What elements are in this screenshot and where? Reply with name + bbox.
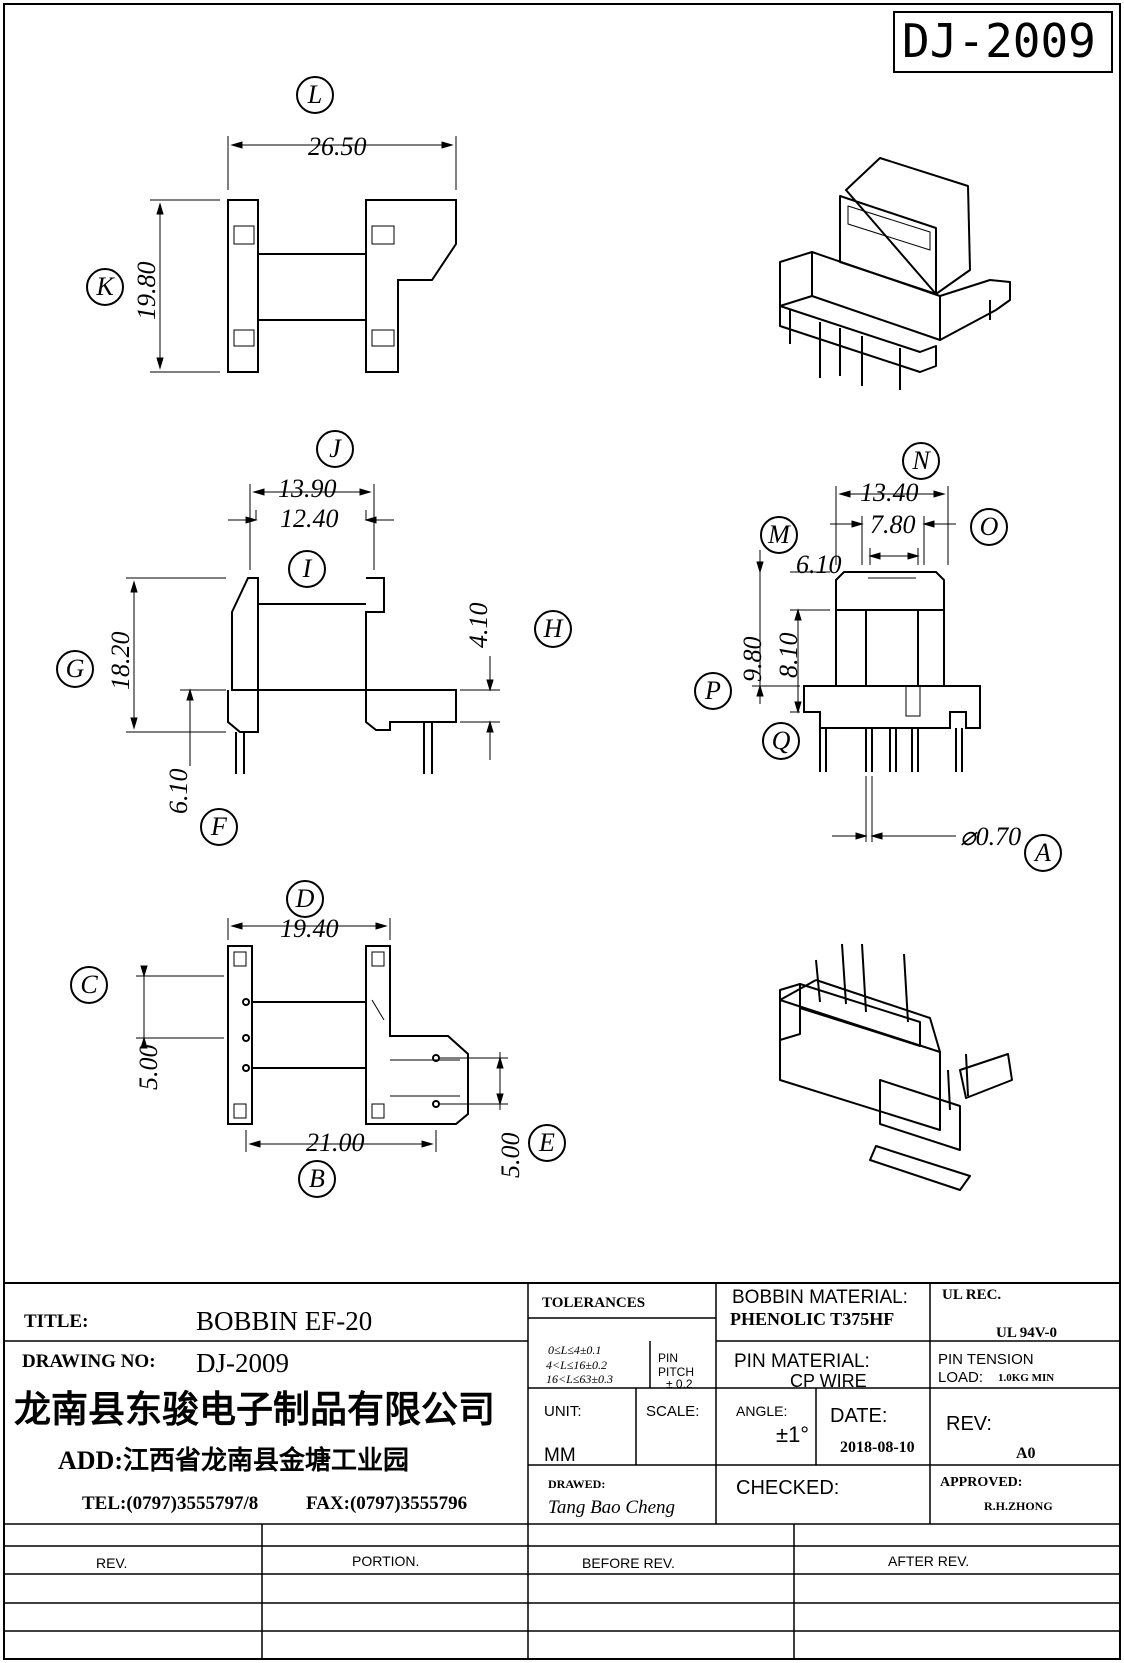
date-label: DATE: (830, 1405, 888, 1427)
pin-tension-value: 1.0KG MIN (998, 1372, 1055, 1384)
dim-K: 19.80 (132, 261, 161, 321)
pin-tension-value-label: LOAD: (938, 1369, 984, 1386)
rev-header-before: BEFORE REV. (582, 1555, 675, 1571)
callout-Q: Q (762, 722, 800, 760)
dim-D: 19.40 (280, 914, 339, 943)
dim-C: 5.00 (134, 1044, 163, 1091)
callout-I: I (288, 550, 326, 588)
title-block-grid (3, 1282, 1121, 1660)
callout-N: N (902, 442, 940, 480)
rev-header-portion: PORTION. (352, 1553, 420, 1569)
dim-G: 18.20 (106, 631, 135, 691)
dim-O: 7.80 (870, 510, 916, 539)
bobbin-material-value: PHENOLIC T375HF (730, 1309, 895, 1329)
callout-G: G (56, 650, 94, 688)
callout-A: A (1024, 834, 1062, 872)
checked-label: CHECKED: (736, 1477, 840, 1499)
pin-pitch-label-1: PIN (658, 1351, 679, 1365)
dim-A: ⌀0.70 (960, 822, 1022, 851)
company-fax: FAX:(0797)3555796 (306, 1493, 468, 1514)
dim-L: 26.50 (308, 132, 367, 161)
dim-M: 6.10 (796, 550, 842, 579)
iso-view-bottom (779, 943, 1013, 1191)
callout-J: J (316, 430, 354, 468)
approved-value: R.H.ZHONG (984, 1499, 1053, 1513)
company-name: 龙南县东骏电子制品有限公司 (14, 1390, 495, 1431)
pin-material-label: PIN MATERIAL: (734, 1351, 870, 1372)
dim-F: 6.10 (164, 768, 193, 815)
callout-L: L (296, 76, 334, 114)
dim-P: 9.80 (738, 636, 767, 683)
iso-view-top (779, 157, 1011, 390)
drawn-value: Tang Bao Cheng (548, 1497, 676, 1518)
dim-J: 13.90 (278, 474, 337, 503)
callout-M: M (760, 516, 798, 554)
dim-Q: 8.10 (774, 632, 803, 679)
callout-K: K (86, 268, 124, 306)
tolerance-line-3: 16<L≤63±0.3 (546, 1372, 613, 1386)
callout-B: B (298, 1160, 336, 1198)
unit-value: MM (544, 1445, 576, 1466)
callout-C: C (70, 966, 108, 1004)
drawing-no-value: DJ-2009 (196, 1348, 289, 1378)
rev-label: REV: (946, 1413, 992, 1435)
callout-H: H (534, 610, 572, 648)
company-address: ADD:江西省龙南县金塘工业园 (58, 1446, 409, 1475)
tolerance-line-1: 0≤L≤4±0.1 (548, 1343, 602, 1357)
date-value: 2018-08-10 (840, 1439, 915, 1456)
bottom-view (227, 945, 469, 1125)
callout-P: P (694, 672, 732, 710)
drawing-no-label: DRAWING NO: (22, 1351, 156, 1372)
dim-I: 12.40 (280, 504, 339, 533)
pin-pitch-value: ± 0.2 (666, 1377, 693, 1391)
title-value: BOBBIN EF-20 (196, 1306, 373, 1336)
callout-E: E (528, 1124, 566, 1162)
callout-O: O (970, 508, 1008, 546)
bobbin-material-label: BOBBIN MATERIAL: (732, 1287, 908, 1308)
scale-label: SCALE: (646, 1403, 700, 1420)
pin-pitch-label-2: PITCH (658, 1365, 694, 1379)
drawn-label: DRAWED: (548, 1477, 606, 1491)
rev-header-after: AFTER REV. (888, 1553, 970, 1569)
side-view (803, 571, 981, 772)
title-label: TITLE: (24, 1311, 89, 1332)
dim-H: 4.10 (464, 602, 493, 649)
company-tel: TEL:(0797)3555797/8 (82, 1493, 259, 1514)
pin-tension-label: PIN TENSION (938, 1351, 1034, 1368)
top-view (227, 199, 457, 373)
rev-value: A0 (1016, 1445, 1036, 1462)
angle-value: ±1° (776, 1422, 810, 1447)
tolerances-label: TOLERANCES (542, 1295, 646, 1311)
callout-F: F (200, 808, 238, 846)
dim-B: 21.00 (306, 1128, 365, 1157)
unit-label: UNIT: (544, 1403, 582, 1420)
rev-header-rev: REV. (96, 1555, 128, 1571)
ul-label: UL REC. (942, 1287, 1002, 1303)
drawing-id: DJ-2009 (902, 14, 1096, 68)
angle-label: ANGLE: (736, 1403, 788, 1419)
ul-value: UL 94V-0 (996, 1325, 1057, 1341)
tolerance-line-2: 4<L≤16±0.2 (546, 1358, 607, 1372)
callout-D: D (286, 880, 324, 918)
dim-E: 5.00 (496, 1132, 525, 1179)
dim-N: 13.40 (860, 478, 919, 507)
pin-material-value: CP WIRE (790, 1371, 867, 1391)
front-view (227, 577, 457, 774)
approved-label: APPROVED: (940, 1475, 1023, 1490)
